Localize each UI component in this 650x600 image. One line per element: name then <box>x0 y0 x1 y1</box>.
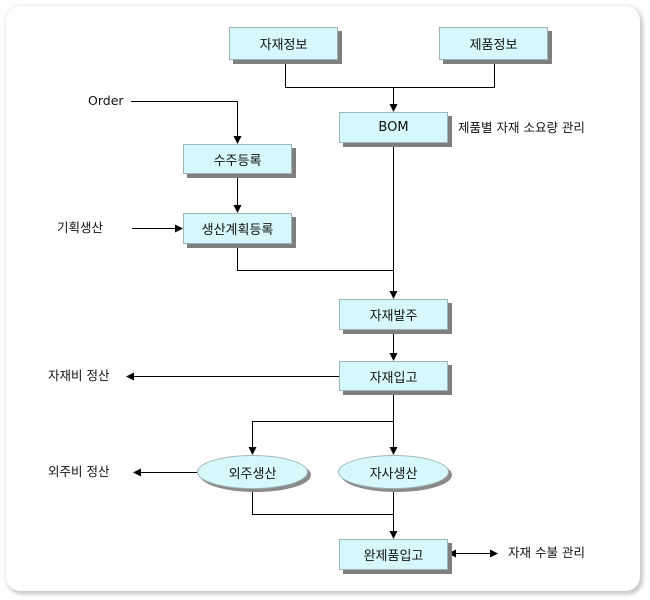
edge-material-info-merge <box>285 60 495 88</box>
edge-outsourced-to-merge <box>252 489 394 515</box>
node-label: 수주등록 <box>213 153 262 169</box>
node-bom[interactable]: BOM <box>339 112 448 143</box>
node-in-house-production[interactable]: 자사생산 <box>338 455 449 489</box>
node-label: 자재발주 <box>369 309 418 324</box>
diagram-card <box>6 6 640 591</box>
node-order-registration[interactable]: 수주등록 <box>183 144 292 174</box>
node-finished-goods-receipt[interactable]: 완제품입고 <box>339 539 448 570</box>
node-label: BOM <box>378 120 409 135</box>
node-label: 자사생산 <box>369 466 418 482</box>
node-label: 완제품입고 <box>363 549 424 564</box>
node-material-info[interactable]: 자재정보 <box>229 27 338 60</box>
node-production-plan-registration[interactable]: 생산계획등록 <box>183 213 292 244</box>
material-inout-management-label: 자재 수불 관리 <box>508 545 585 560</box>
edge-order-to-order-registration <box>131 101 242 144</box>
node-label: 생산계획등록 <box>201 223 274 238</box>
node-label: 외주생산 <box>228 466 277 482</box>
edge-split-to-outsourced <box>248 421 394 455</box>
node-outsourced-production[interactable]: 외주생산 <box>197 455 308 489</box>
material-cost-settlement-label: 자재비 정산 <box>48 368 110 383</box>
node-label: 자재입고 <box>369 370 418 386</box>
order-input-label: Order <box>88 93 124 108</box>
edge-plan-to-merge <box>237 244 394 271</box>
node-product-info[interactable]: 제품정보 <box>439 27 548 60</box>
node-label: 제품정보 <box>469 38 518 53</box>
outsourcing-cost-settlement-label: 외주비 정산 <box>48 464 110 479</box>
node-material-order[interactable]: 자재발주 <box>339 299 448 330</box>
node-material-receipt[interactable]: 자재입고 <box>339 361 448 391</box>
planned-production-label: 기획생산 <box>57 220 104 235</box>
node-label: 자재정보 <box>259 38 308 53</box>
bom-note-label: 제품별 자재 소요량 관리 <box>458 120 585 135</box>
